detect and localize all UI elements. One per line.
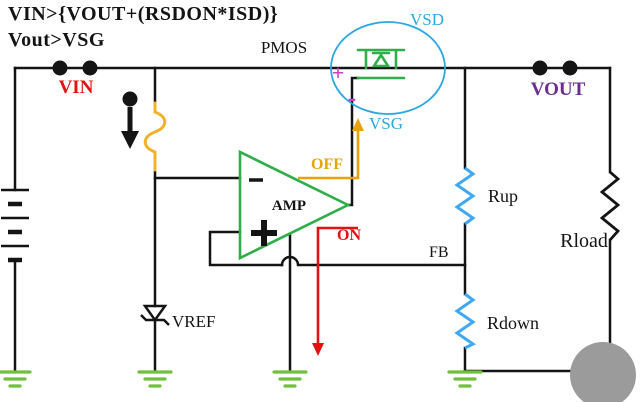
rup-resistor-icon <box>454 166 476 226</box>
rdown-label: Rdown <box>487 313 539 333</box>
vsg-minus-mark: - <box>348 83 357 112</box>
vin-label: VIN <box>59 77 94 98</box>
off-arrowhead-icon <box>352 118 364 131</box>
junction-dot <box>82 60 98 76</box>
junction-dot <box>532 60 548 76</box>
noninverting-input-wire <box>208 230 284 267</box>
rup-label: Rup <box>488 186 518 206</box>
junction-dot <box>52 60 68 76</box>
amp-label: AMP <box>272 198 306 214</box>
pmos-body-diode <box>371 52 391 68</box>
off-arrow-shaft <box>298 129 360 180</box>
vsd-loop-ellipse <box>330 21 446 115</box>
zener-bar <box>140 314 170 326</box>
off-label: OFF <box>311 156 343 173</box>
rdown-resistor-icon <box>454 292 476 350</box>
opamp-symbol <box>238 149 351 261</box>
pmos-label: PMOS <box>261 38 307 57</box>
junction-dots <box>52 60 578 76</box>
vref-zener-diode-icon <box>140 304 170 326</box>
on-arrowhead-icon <box>312 343 324 356</box>
isd-current-arrow <box>121 91 139 149</box>
zener-triangle <box>142 304 168 323</box>
on-path-arrow <box>312 226 358 356</box>
ground-icon <box>137 370 173 388</box>
noninverting-plus-mark <box>251 220 277 246</box>
rload-label: Rload <box>560 230 608 252</box>
opamp-triangle <box>238 149 351 261</box>
vsd-label: VSD <box>410 10 444 29</box>
off-path-arrow <box>298 118 364 180</box>
junction-dot <box>562 60 578 76</box>
isd-arrowhead-icon <box>121 131 139 149</box>
ground-symbols <box>0 370 483 388</box>
formula-line2: Vout>VSG <box>8 29 105 51</box>
fb-label: FB <box>429 244 449 261</box>
on-label: ON <box>337 227 361 244</box>
ground-icon <box>0 370 32 388</box>
vout-label: VOUT <box>531 79 586 100</box>
ground-icon <box>447 370 483 388</box>
vsg-label: VSG <box>369 114 403 133</box>
pmos-transistor-icon <box>356 48 406 80</box>
on-arrow-shaft <box>316 226 358 345</box>
pmos-body <box>356 48 406 70</box>
battery-plate <box>1 188 29 248</box>
isd-node-dot <box>122 91 138 107</box>
rload-resistor-icon <box>599 170 621 241</box>
vsd-plus-mark: + <box>332 60 345 85</box>
current-source-icon <box>143 101 167 172</box>
formula-line1: VIN>{VOUT+(RSDON*ISD)} <box>8 3 278 25</box>
watermark-logo <box>570 342 636 402</box>
battery-plate <box>8 201 22 263</box>
vref-label: VREF <box>172 312 215 331</box>
ground-icon <box>272 370 308 388</box>
battery-symbol <box>1 188 29 263</box>
